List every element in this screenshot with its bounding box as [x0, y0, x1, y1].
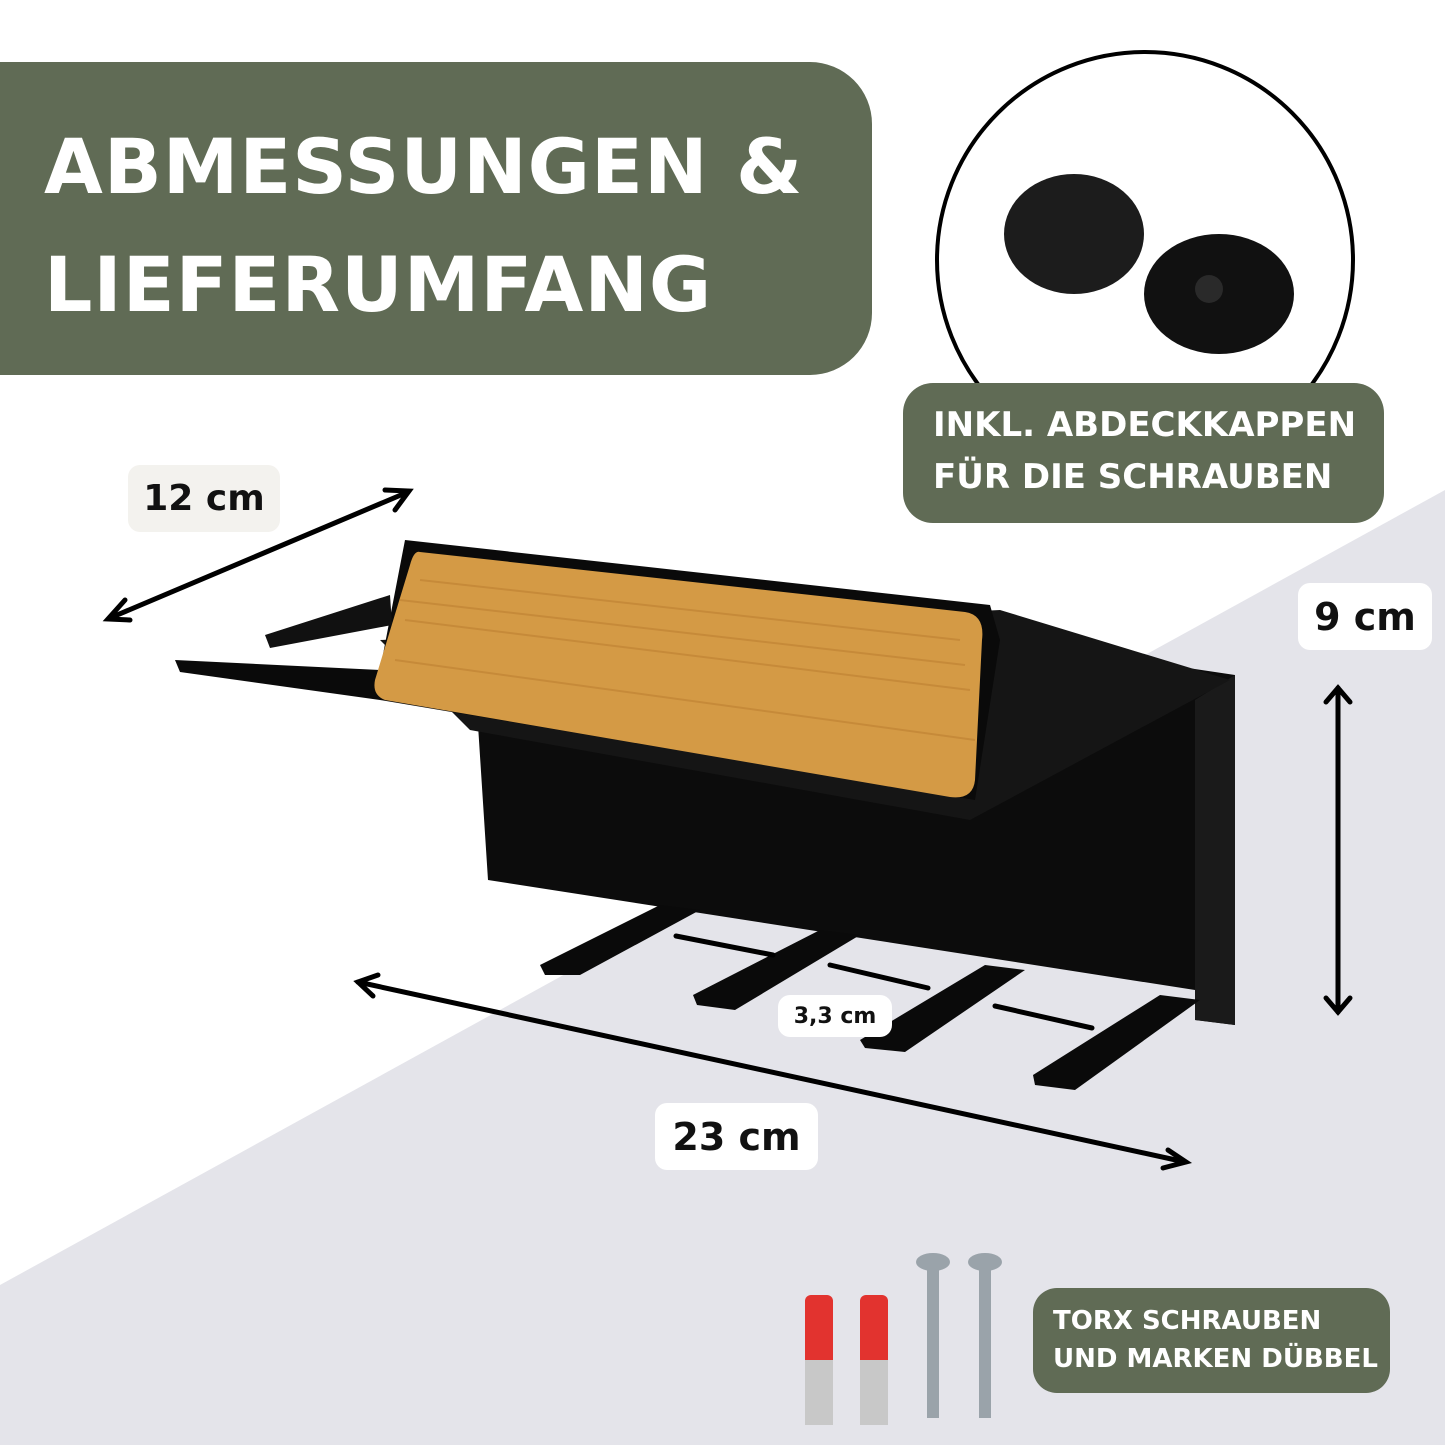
caps-label: INKL. ABDECKKAPPEN FÜR DIE SCHRAUBEN — [903, 383, 1384, 523]
title-line-1: ABMESSUNGEN & — [44, 122, 804, 211]
title-banner: ABMESSUNGEN & LIEFERUMFANG — [0, 62, 872, 375]
dowels — [805, 1295, 888, 1425]
screws — [916, 1253, 1002, 1418]
hardware-label: TORX SCHRAUBEN UND MARKEN DÜBBEL — [1033, 1288, 1390, 1393]
cover-cap — [1004, 174, 1144, 294]
width-label: 23 cm — [655, 1103, 818, 1170]
shelf-back-lip — [265, 595, 392, 648]
height-label: 9 cm — [1298, 583, 1432, 650]
depth-label: 12 cm — [128, 465, 280, 532]
dimension-arrows — [102, 487, 1353, 1171]
hardware-label-line-1: TORX SCHRAUBEN — [1053, 1306, 1322, 1336]
hooks — [540, 905, 1200, 1090]
hook-spacing-label: 3,3 cm — [778, 995, 892, 1037]
title-line-2: LIEFERUMFANG — [44, 240, 713, 329]
shelf-side — [1195, 675, 1235, 1025]
caps-label-line-1: INKL. ABDECKKAPPEN — [933, 405, 1357, 445]
caps-label-line-2: FÜR DIE SCHRAUBEN — [933, 457, 1333, 497]
hardware-label-line-2: UND MARKEN DÜBBEL — [1053, 1344, 1378, 1374]
wood-panel — [374, 551, 983, 798]
